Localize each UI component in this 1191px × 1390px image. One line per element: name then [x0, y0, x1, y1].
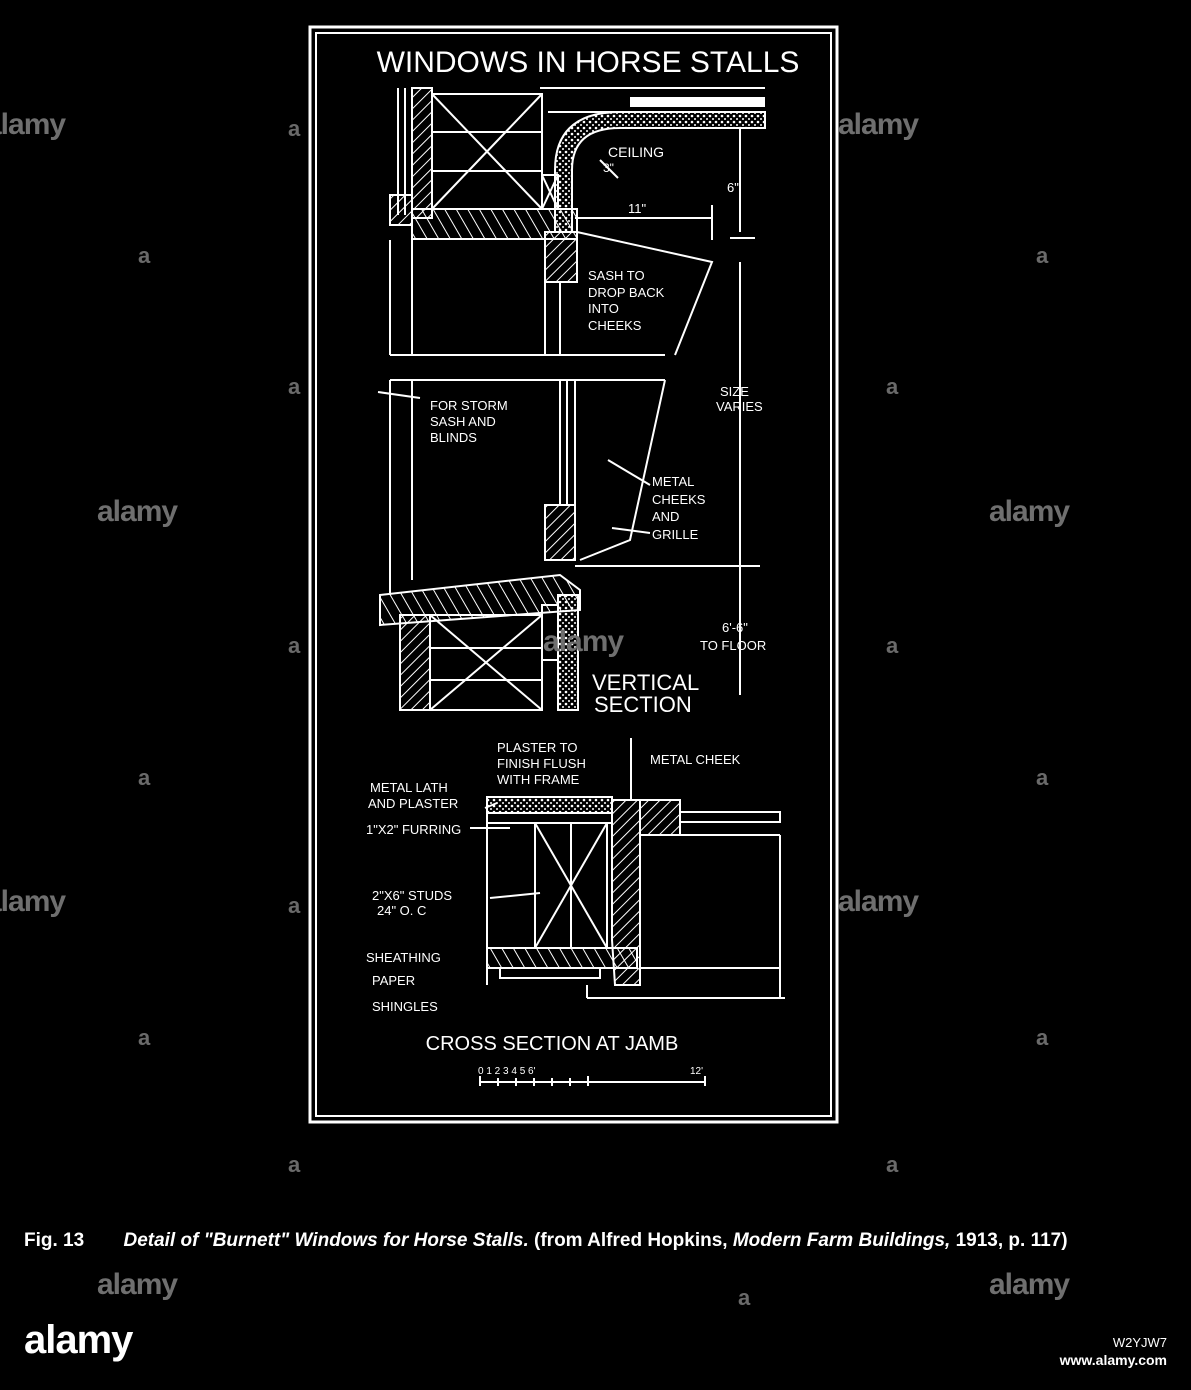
label-three-inch: 3" [603, 161, 614, 175]
label-plaster-2: FINISH FLUSH [497, 756, 586, 771]
label-size-2: VARIES [716, 399, 763, 414]
label-six-inch: 6" [727, 180, 739, 195]
drawing-frame [308, 25, 839, 1124]
label-cross-section: CROSS SECTION AT JAMB [426, 1033, 679, 1055]
figure-number: Fig. 13 [24, 1230, 85, 1251]
label-storm-2: SASH AND [430, 414, 496, 429]
label-vertical-section-1: VERTICAL [592, 670, 699, 695]
label-floor-1: 6'-6" [722, 620, 748, 635]
alamy-logo: alamy [24, 1318, 133, 1362]
figure-source-date: 1913, p. 117) [955, 1230, 1068, 1251]
scale-bar [479, 1076, 706, 1086]
label-eleven-inch: 11" [628, 201, 646, 216]
watermark-letter: a [738, 1285, 751, 1310]
label-sheathing: SHEATHING [366, 950, 441, 965]
label-metal-2: CHEEKS [652, 492, 706, 507]
label-paper: PAPER [372, 973, 415, 988]
label-sash-3: INTO [588, 301, 619, 316]
vertical-section-head [389, 87, 766, 356]
label-lath-1: METAL LATH [370, 780, 448, 795]
label-plaster-1: PLASTER TO [497, 740, 577, 755]
scale-labels: 0 1 2 3 4 5 6' [478, 1066, 536, 1077]
architectural-drawing: WINDOWS IN HORSE STALLS CEILING [308, 25, 839, 1124]
label-lath-2: AND PLASTER [368, 796, 458, 811]
cross-section-jamb [470, 738, 785, 999]
figure-caption: Fig. 13 Detail of "Burnett" Windows for … [24, 1227, 1174, 1255]
label-studs-1: 2"X6" STUDS [372, 888, 452, 903]
label-vertical-section-2: SECTION [594, 692, 692, 717]
watermark: alamy [989, 1268, 1070, 1301]
label-sash-2: DROP BACK [588, 285, 665, 300]
label-size-1: SIZE [720, 384, 749, 399]
figure-source-book: Modern Farm Buildings, [732, 1230, 951, 1251]
label-furring: 1"X2" FURRING [366, 822, 461, 837]
figure-source: (from Alfred Hopkins, [534, 1230, 728, 1251]
label-shingles: SHINGLES [372, 999, 438, 1014]
label-sash-1: SASH TO [588, 268, 645, 283]
label-floor-2: TO FLOOR [700, 638, 766, 653]
label-metal-4: GRILLE [652, 527, 699, 542]
scale-end-label: 12' [690, 1066, 703, 1077]
label-storm-3: BLINDS [430, 430, 477, 445]
stock-image-id: W2YJW7 [1112, 1335, 1167, 1350]
label-ceiling: CEILING [608, 144, 664, 160]
label-metal-3: AND [652, 509, 679, 524]
label-sash-4: CHEEKS [588, 318, 642, 333]
figure-title: Detail of "Burnett" Windows for Horse St… [123, 1230, 529, 1251]
watermark: alamy [97, 1268, 178, 1301]
label-studs-2: 24" O. C [377, 903, 426, 918]
label-storm-1: FOR STORM [430, 398, 508, 413]
label-metal-cheek: METAL CHEEK [650, 752, 741, 767]
label-plaster-3: WITH FRAME [497, 772, 580, 787]
stock-url: www.alamy.com [1059, 1352, 1167, 1368]
label-metal-1: METAL [652, 474, 694, 489]
drawing-title: WINDOWS IN HORSE STALLS [377, 46, 800, 79]
vertical-section-sill [377, 262, 760, 711]
